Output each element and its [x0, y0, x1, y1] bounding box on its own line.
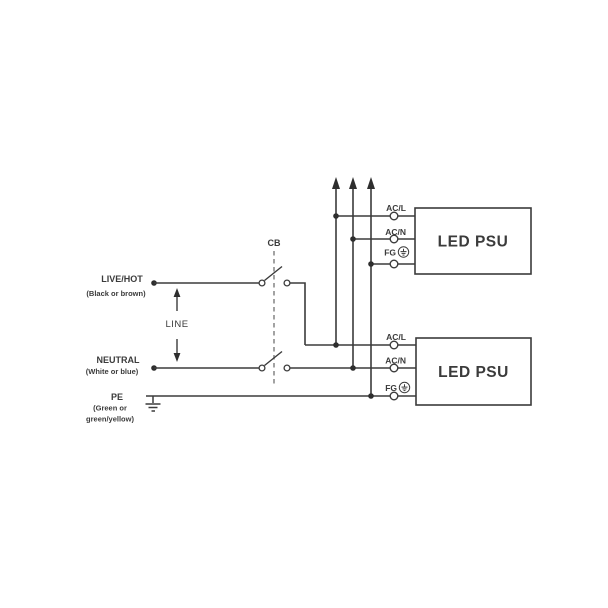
- line-up-arrow-icon: [173, 288, 181, 311]
- live-bus-line: [332, 177, 340, 345]
- fg-ground-icon: [398, 381, 411, 394]
- junction-dot: [350, 236, 356, 242]
- up-arrow-icon: [332, 177, 340, 189]
- psu-top-acl-terminal: [389, 211, 399, 221]
- psu-bottom-fg-terminal: [389, 391, 399, 401]
- psu-bottom-acn-label: AC/N: [385, 356, 406, 366]
- live-wire-out: [290, 282, 306, 345]
- neutral-bus-line: [349, 177, 357, 368]
- up-arrow-icon: [349, 177, 357, 189]
- psu-top-acn-terminal: [389, 234, 399, 244]
- psu-top-fg-label: FG: [384, 248, 396, 258]
- neutral-label: NEUTRAL: [97, 355, 140, 365]
- psu-bottom-acl-label: AC/L: [386, 332, 406, 342]
- junction-dot: [350, 365, 356, 371]
- junction-dot: [368, 393, 374, 399]
- pe-sublabel-line2: green/yellow): [86, 415, 134, 424]
- pe-label: PE: [111, 392, 123, 402]
- psu-top-acn-label: AC/N: [385, 227, 406, 237]
- live-sublabel: (Black or brown): [86, 289, 146, 298]
- live-label: LIVE/HOT: [101, 274, 143, 284]
- neutral-switch: [258, 350, 291, 372]
- psu-bottom-acn-terminal: [389, 363, 399, 373]
- psu-top-name: LED PSU: [438, 234, 509, 251]
- pe-bus-line: [367, 177, 375, 396]
- cb-label: CB: [268, 238, 281, 248]
- psu-top-fg-terminal: [389, 259, 399, 269]
- up-arrow-icon: [367, 177, 375, 189]
- psu-top-acl-label: AC/L: [386, 203, 406, 213]
- junction-dot: [333, 342, 339, 348]
- psu-top-box: [414, 207, 532, 275]
- psu-bottom-acl-terminal: [389, 340, 399, 350]
- pe-sublabel-line1: (Green or: [93, 404, 127, 413]
- psu-bottom-box: [415, 337, 532, 406]
- line-label: LINE: [165, 319, 188, 330]
- junction-dot: [333, 213, 339, 219]
- junction-dot: [368, 261, 374, 267]
- line-down-arrow-icon: [173, 339, 181, 362]
- psu-bottom-name: LED PSU: [438, 364, 509, 381]
- neutral-sublabel: (White or blue): [86, 367, 139, 376]
- fg-ground-icon: [397, 246, 410, 258]
- live-switch: [258, 265, 291, 287]
- psu-bottom-fg-label: FG: [385, 383, 397, 393]
- earth-ground-symbol: [145, 396, 161, 412]
